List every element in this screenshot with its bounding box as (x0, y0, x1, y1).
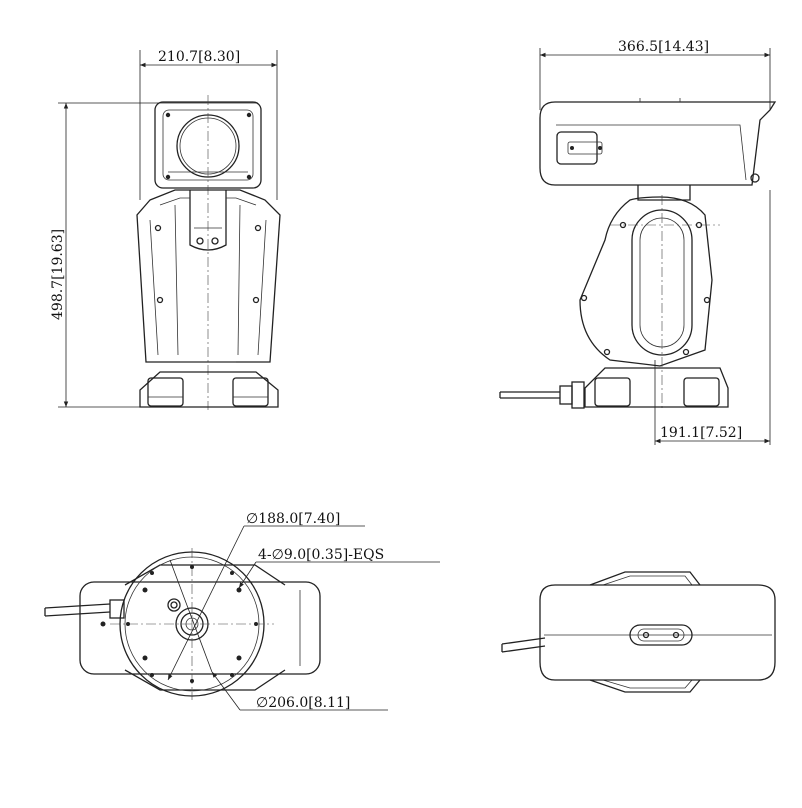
side-view: 366.5[14.43] 191 (499, 39, 777, 445)
front-width-label: 210.7[8.30] (158, 49, 240, 65)
top-view (501, 571, 776, 693)
front-view: 210.7[8.30] 498.7[19.63] (50, 49, 281, 410)
holes-label: 4-∅9.0[0.35]-EQS (258, 547, 384, 563)
side-offset-label: 191.1[7.52] (660, 425, 742, 441)
side-length-label: 366.5[14.43] (618, 39, 709, 55)
bottom-view: ∅188.0[7.40] 4-∅9.0[0.35]-EQS ∅206.0[8.1… (44, 511, 440, 711)
inner-diameter-label: ∅188.0[7.40] (246, 511, 340, 527)
front-height-label: 498.7[19.63] (50, 229, 66, 320)
outer-diameter-label: ∅206.0[8.11] (256, 695, 350, 711)
